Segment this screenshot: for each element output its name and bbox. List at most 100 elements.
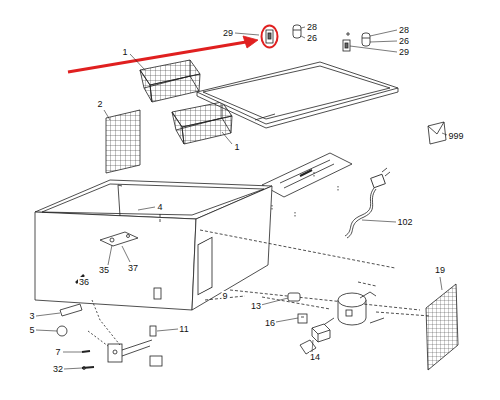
callout-number: 19 — [434, 265, 446, 275]
leader-lines — [350, 46, 397, 52]
small-parts — [57, 232, 162, 370]
hinge-parts — [345, 43, 348, 48]
hinge-parts — [362, 38, 370, 39]
callout-number: 13 — [250, 301, 262, 311]
compressor — [322, 318, 384, 326]
freezer-lid — [255, 114, 275, 120]
hinge-parts — [293, 25, 301, 38]
freezer-cabinet — [154, 288, 161, 299]
callout-number: 26 — [398, 36, 410, 46]
small-parts — [150, 326, 156, 336]
electrical-parts — [301, 317, 304, 318]
leader-lines — [157, 329, 178, 331]
red-highlight — [243, 36, 258, 48]
leader-lines — [108, 245, 112, 265]
electrical-parts — [312, 328, 330, 342]
callout-number: 102 — [396, 217, 413, 227]
vent-grill — [426, 284, 458, 370]
info-card — [428, 122, 444, 134]
red-highlight — [68, 42, 246, 72]
compressor — [338, 293, 366, 307]
wire-basket — [144, 60, 199, 91]
callout-number: 9 — [221, 291, 228, 301]
small-parts — [150, 356, 162, 366]
red-highlight — [262, 26, 278, 48]
wire-basket — [150, 74, 200, 102]
leader-lines — [276, 318, 298, 322]
small-parts — [57, 326, 67, 336]
leader-lines — [64, 368, 82, 369]
freezer-cabinet — [35, 212, 196, 310]
assembly-lines — [160, 214, 161, 222]
leader-lines — [138, 207, 155, 210]
callout-number: 32 — [52, 364, 64, 374]
leader-lines — [370, 30, 397, 36]
small-parts — [100, 232, 138, 246]
vent-grill — [426, 284, 458, 370]
freezer-cabinet — [118, 185, 122, 216]
leader-lines — [222, 132, 232, 144]
freezer-cabinet — [198, 237, 212, 294]
callout-number: 29 — [222, 28, 234, 38]
callout-number: 35 — [98, 265, 110, 275]
electrical-parts — [298, 314, 307, 323]
red-highlight — [68, 26, 278, 73]
small-parts — [127, 235, 130, 238]
callout-number: 29 — [398, 47, 410, 57]
info-card — [428, 122, 446, 144]
mounting-plate — [262, 153, 352, 217]
assembly-lines — [376, 312, 430, 316]
callout-number: 1 — [121, 47, 128, 57]
wire-panel — [106, 110, 140, 173]
leader-lines — [235, 33, 259, 35]
small-parts — [108, 344, 122, 362]
small-parts — [60, 304, 82, 316]
assembly-lines — [358, 282, 376, 286]
wire-basket — [176, 102, 231, 133]
callout-number: 1 — [233, 142, 240, 152]
freezer-lid — [203, 66, 390, 119]
info-card — [428, 122, 446, 144]
electrical-parts — [312, 324, 330, 334]
callout-number: 28 — [398, 25, 410, 35]
freezer-lid — [197, 88, 398, 128]
small-parts — [113, 350, 117, 354]
leader-lines — [122, 246, 130, 262]
hinge-parts — [346, 32, 350, 36]
leader-lines — [36, 313, 60, 316]
callout-number: 16 — [264, 318, 276, 328]
leader-lines — [261, 298, 288, 305]
leader-lines — [301, 27, 305, 28]
electrical-parts — [288, 293, 330, 354]
callout-number: 5 — [28, 325, 35, 335]
leader-lines — [104, 110, 110, 120]
small-parts — [82, 367, 94, 368]
small-parts — [122, 340, 152, 356]
leader-lines — [312, 340, 313, 352]
callout-number: 11 — [178, 324, 189, 334]
assembly-lines — [160, 214, 430, 316]
callout-number: 28 — [306, 22, 318, 32]
leader-lines — [63, 352, 82, 353]
callout-number: 7 — [54, 347, 61, 357]
leader-lines — [36, 27, 447, 369]
power-cord — [345, 188, 374, 236]
small-parts — [83, 367, 86, 370]
leader-lines — [370, 41, 397, 42]
callout-number: 2 — [96, 99, 103, 109]
compressor — [322, 292, 384, 326]
leader-lines — [301, 36, 305, 38]
small-parts — [82, 351, 90, 352]
assembly-lines — [200, 230, 395, 268]
hinge-parts — [266, 30, 273, 43]
compressor — [360, 292, 376, 298]
leader-lines — [130, 54, 145, 70]
hinge-parts — [268, 33, 271, 39]
mounting-plate — [262, 153, 352, 197]
mounting-plate — [280, 160, 334, 188]
callout-number: 37 — [127, 263, 139, 273]
hinge-parts — [293, 30, 301, 31]
freezer-lid — [197, 62, 398, 128]
callout-number: 3 — [28, 311, 35, 321]
